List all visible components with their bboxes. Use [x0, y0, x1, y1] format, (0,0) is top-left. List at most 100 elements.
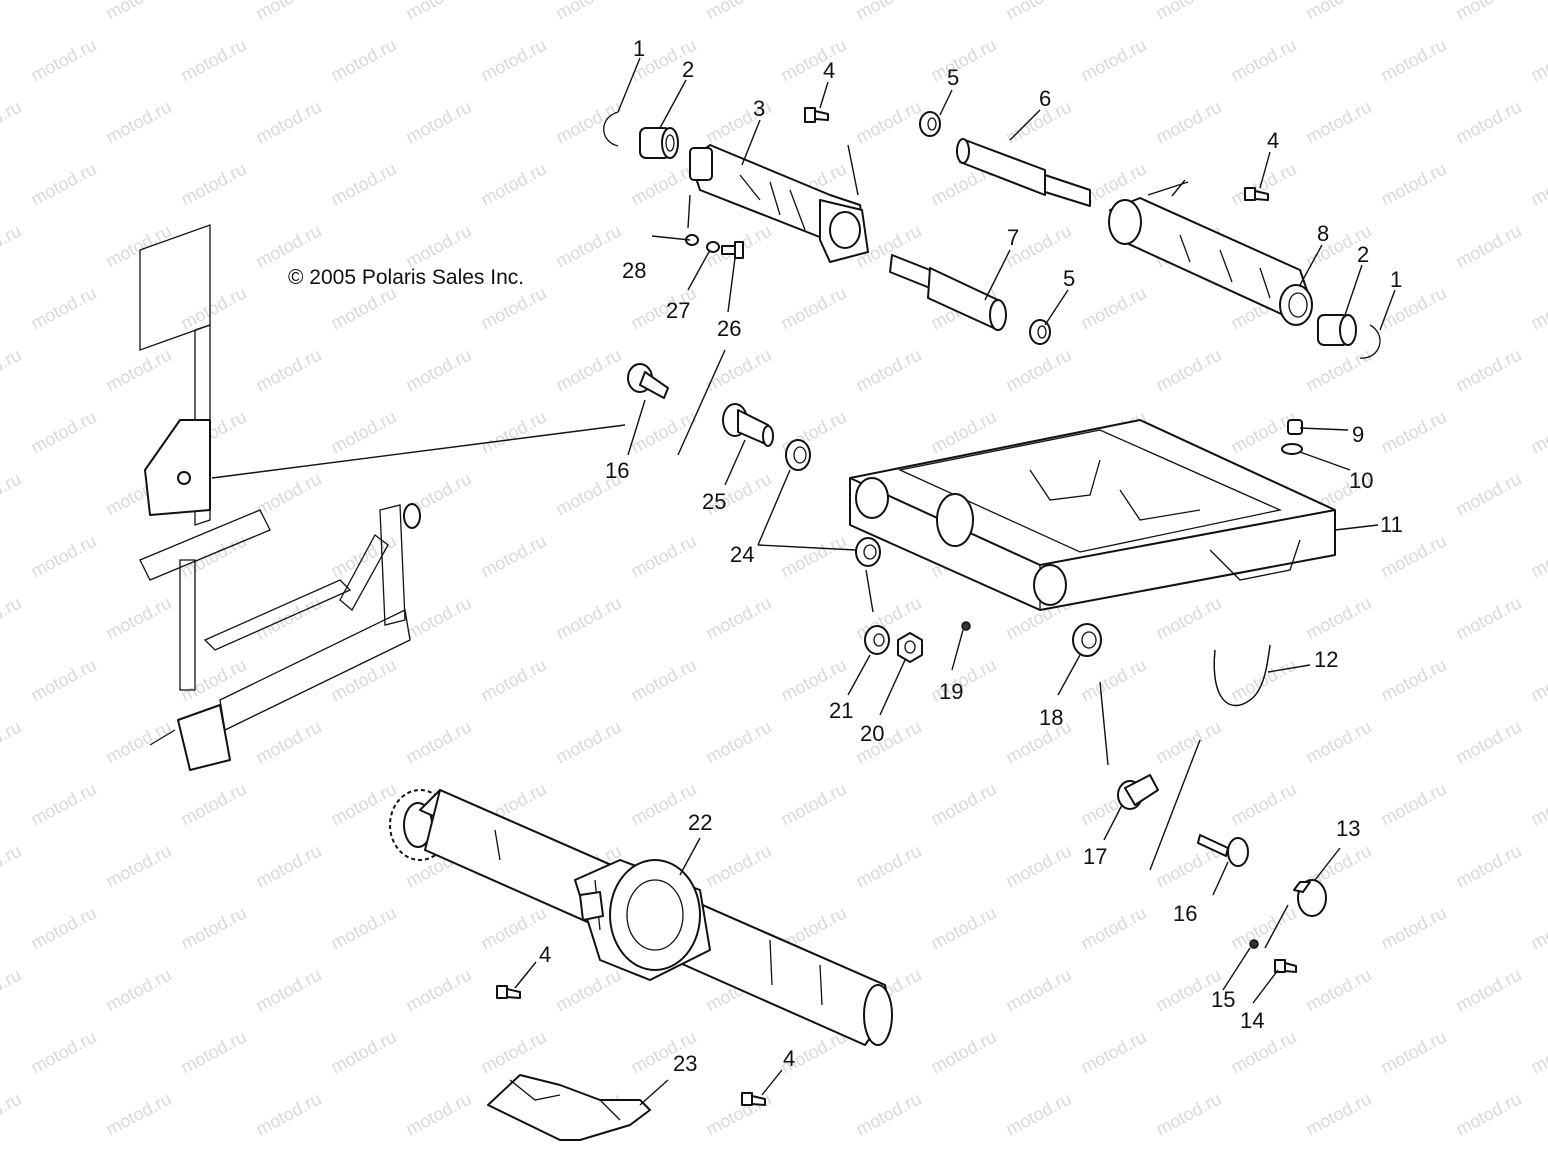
- watermark-text: motod.ru: [1002, 345, 1074, 396]
- watermark-text: motod.ru: [627, 655, 699, 706]
- watermark-text: motod.ru: [0, 965, 25, 1016]
- part-19-grease-fitting: [961, 621, 971, 631]
- watermark-text: motod.ru: [0, 345, 25, 396]
- callout-4: 4: [1267, 128, 1279, 153]
- watermark-text: motod.ru: [777, 779, 849, 830]
- callout-17: 17: [1083, 844, 1107, 869]
- watermark-text: motod.ru: [1152, 1089, 1224, 1140]
- leader-lines: [211, 57, 1396, 1106]
- watermark-text: motod.ru: [1152, 97, 1224, 148]
- watermark-text: motod.ru: [1302, 593, 1374, 644]
- watermark-text: motod.ru: [102, 841, 174, 892]
- watermark-text: motod.ru: [0, 469, 25, 520]
- watermark-text: motod.ru: [852, 0, 924, 24]
- watermark-text: motod.ru: [1152, 717, 1224, 768]
- part-6-shaft: [956, 138, 1091, 207]
- watermark-text: motod.ru: [252, 841, 324, 892]
- watermark-text: motod.ru: [402, 965, 474, 1016]
- watermark-text: motod.ru: [102, 97, 174, 148]
- watermark-text: motod.ru: [1227, 159, 1299, 210]
- watermark-text: motod.ru: [102, 965, 174, 1016]
- callout-8: 8: [1317, 221, 1329, 246]
- watermark-text: motod.ru: [1452, 1089, 1524, 1140]
- watermark-text: motod.ru: [252, 221, 324, 272]
- watermark-text: motod.ru: [1377, 1027, 1449, 1078]
- copyright-notice: © 2005 Polaris Sales Inc.: [288, 266, 524, 289]
- callout-20: 20: [860, 721, 884, 746]
- part-17-pivot-fitting: [1117, 774, 1159, 810]
- watermark-text: motod.ru: [702, 841, 774, 892]
- watermark-text: motod.ru: [1152, 345, 1224, 396]
- watermark-text: motod.ru: [1452, 97, 1524, 148]
- watermark-text: motod.ru: [1302, 97, 1374, 148]
- watermark-text: motod.ru: [27, 779, 99, 830]
- part-8-housing-right: [1108, 197, 1313, 326]
- part-16-pivot-bolt-top: [627, 363, 669, 399]
- callout-21: 21: [829, 698, 853, 723]
- watermark-text: motod.ru: [927, 903, 999, 954]
- callout-12: 12: [1314, 647, 1338, 672]
- part-4-bolt-top: [804, 107, 829, 123]
- watermark-text: motod.ru: [1002, 965, 1074, 1016]
- watermark-text: motod.ru: [1302, 965, 1374, 1016]
- watermark-text: motod.ru: [477, 407, 549, 458]
- watermark-text: motod.ru: [1452, 221, 1524, 272]
- watermark-text: motod.ru: [1527, 407, 1548, 458]
- callout-13: 13: [1336, 816, 1360, 841]
- watermark-text: motod.ru: [327, 779, 399, 830]
- watermark-text: motod.ru: [702, 593, 774, 644]
- callout-18: 18: [1039, 705, 1063, 730]
- part-27-washer: [706, 241, 720, 253]
- watermark-text: motod.ru: [1077, 1027, 1149, 1078]
- watermark-text: motod.ru: [177, 35, 249, 86]
- watermark-text: motod.ru: [102, 717, 174, 768]
- watermark-text: motod.ru: [1302, 345, 1374, 396]
- callout-3: 3: [753, 96, 765, 121]
- callout-5: 5: [1063, 266, 1075, 291]
- callout-2: 2: [1357, 242, 1369, 267]
- callout-4: 4: [823, 58, 835, 83]
- part-4-bolt-axle: [496, 985, 521, 999]
- watermark-text: motod.ru: [552, 345, 624, 396]
- part-13-cap: [1293, 879, 1327, 917]
- part-10-washer: [1281, 443, 1303, 455]
- watermark-text: motod.ru: [1452, 593, 1524, 644]
- part-1-snap-ring-left: [603, 111, 619, 147]
- part-23-skid-plate: [487, 1074, 651, 1141]
- watermark-text: motod.ru: [552, 221, 624, 272]
- watermark-text: motod.ru: [1527, 655, 1548, 706]
- watermark-text: motod.ru: [402, 97, 474, 148]
- watermark-text: motod.ru: [1152, 593, 1224, 644]
- callout-6: 6: [1039, 86, 1051, 111]
- callout-16: 16: [605, 458, 629, 483]
- watermark-text: motod.ru: [252, 717, 324, 768]
- watermark-text: motod.ru: [777, 531, 849, 582]
- watermark-text: motod.ru: [327, 35, 399, 86]
- part-18-bushing: [1072, 623, 1102, 657]
- callout-7: 7: [1007, 225, 1019, 250]
- watermark-text: motod.ru: [1302, 1089, 1374, 1140]
- watermark-text: motod.ru: [327, 283, 399, 334]
- callout-labels: 1 2 3 4 5 6 4 7 5 8 2 1 28 27 26 9 10 11…: [539, 36, 1403, 1076]
- watermark-text: motod.ru: [477, 1027, 549, 1078]
- watermark-text: motod.ru: [177, 779, 249, 830]
- watermark-text: motod.ru: [27, 531, 99, 582]
- callout-27: 27: [666, 298, 690, 323]
- watermark-text: motod.ru: [852, 97, 924, 148]
- watermark-text: motod.ru: [552, 0, 624, 24]
- watermark-text: motod.ru: [252, 0, 324, 24]
- watermark-text: motod.ru: [1077, 655, 1149, 706]
- callout-4: 4: [539, 942, 551, 967]
- watermark-text: motod.ru: [477, 531, 549, 582]
- watermark-text: motod.ru: [1377, 903, 1449, 954]
- watermark-text: motod.ru: [702, 717, 774, 768]
- watermark-text: motod.ru: [552, 717, 624, 768]
- watermark-text: motod.ru: [177, 903, 249, 954]
- callout-15: 15: [1211, 987, 1235, 1012]
- watermark-text: motod.ru: [27, 159, 99, 210]
- part-26-bolt: [721, 241, 744, 259]
- watermark-text: motod.ru: [702, 345, 774, 396]
- watermark-text: motod.ru: [177, 159, 249, 210]
- watermark-text: motod.ru: [1527, 779, 1548, 830]
- watermark-text: motod.ru: [177, 283, 249, 334]
